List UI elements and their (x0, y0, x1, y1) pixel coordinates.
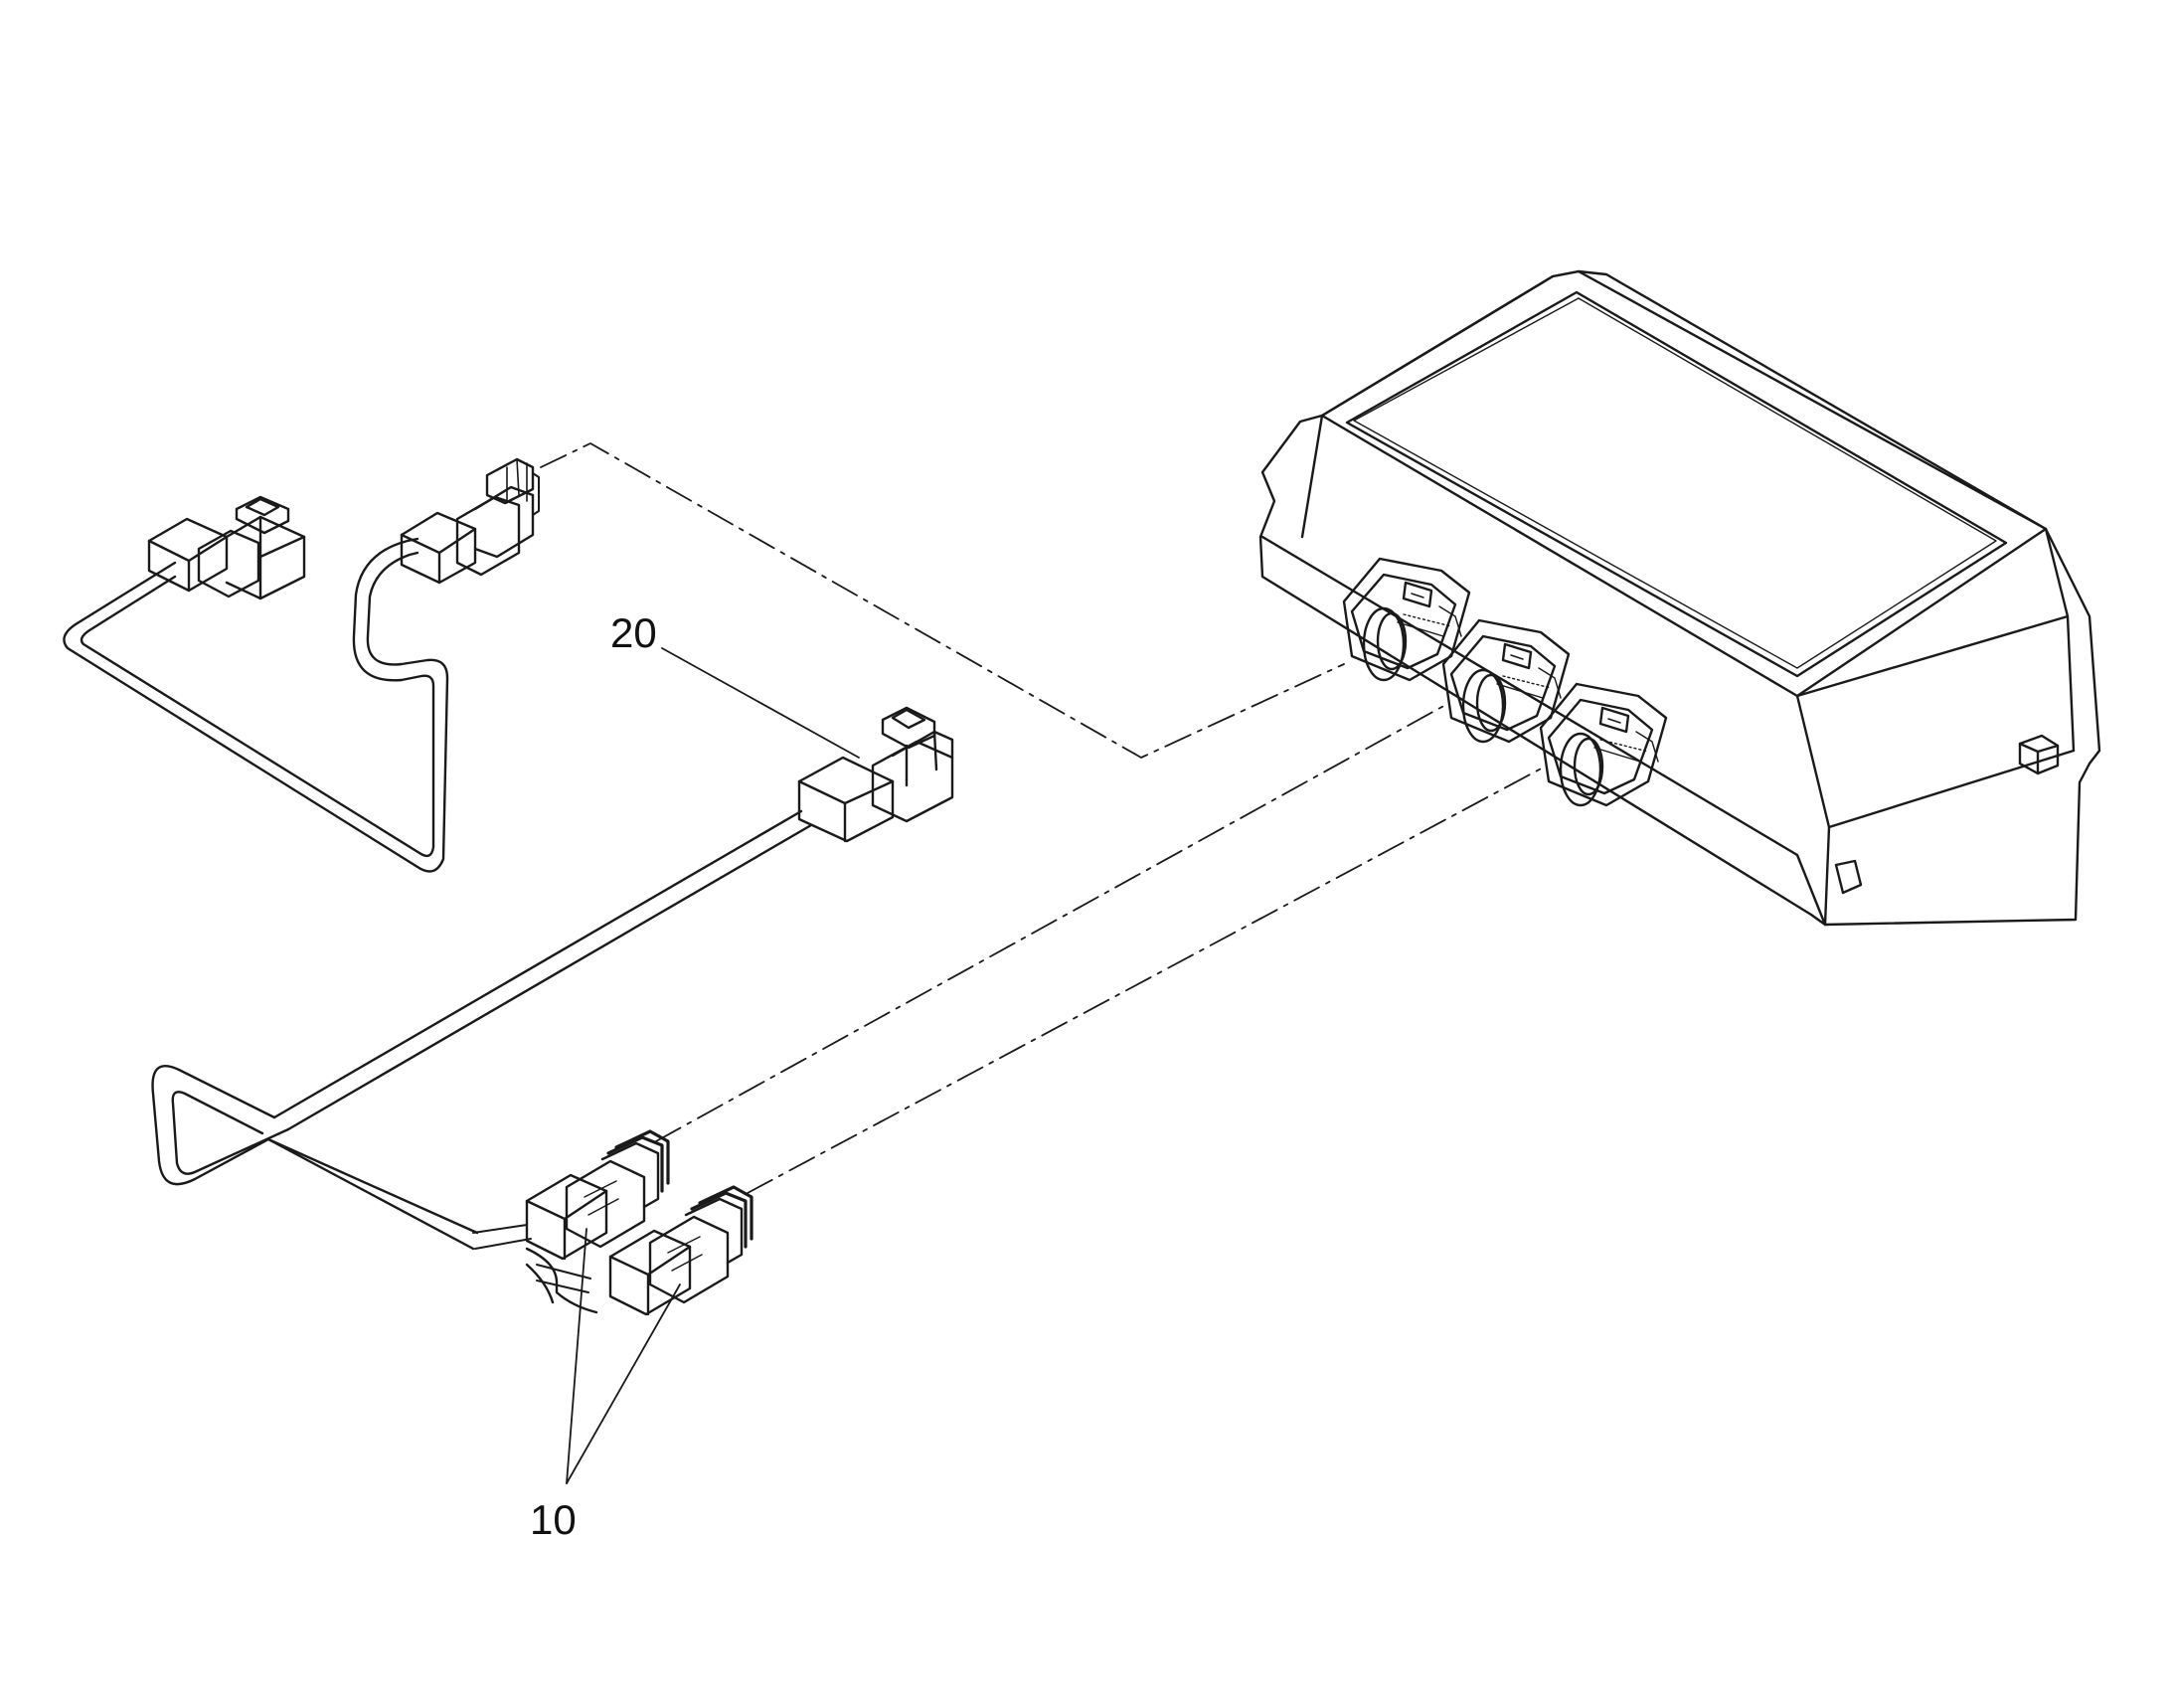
callout-leaders (566, 647, 860, 1484)
module-port-2 (1441, 618, 1571, 744)
connection-lines (540, 442, 1548, 1194)
control-module (1258, 269, 2101, 927)
callout-item-10: 10 (530, 1496, 577, 1543)
module-port-3 (1539, 682, 1668, 807)
module-port-1 (1342, 557, 1471, 682)
jumper-harness (63, 457, 540, 873)
callout-item-20: 20 (610, 609, 657, 656)
main-harness (151, 706, 954, 1316)
